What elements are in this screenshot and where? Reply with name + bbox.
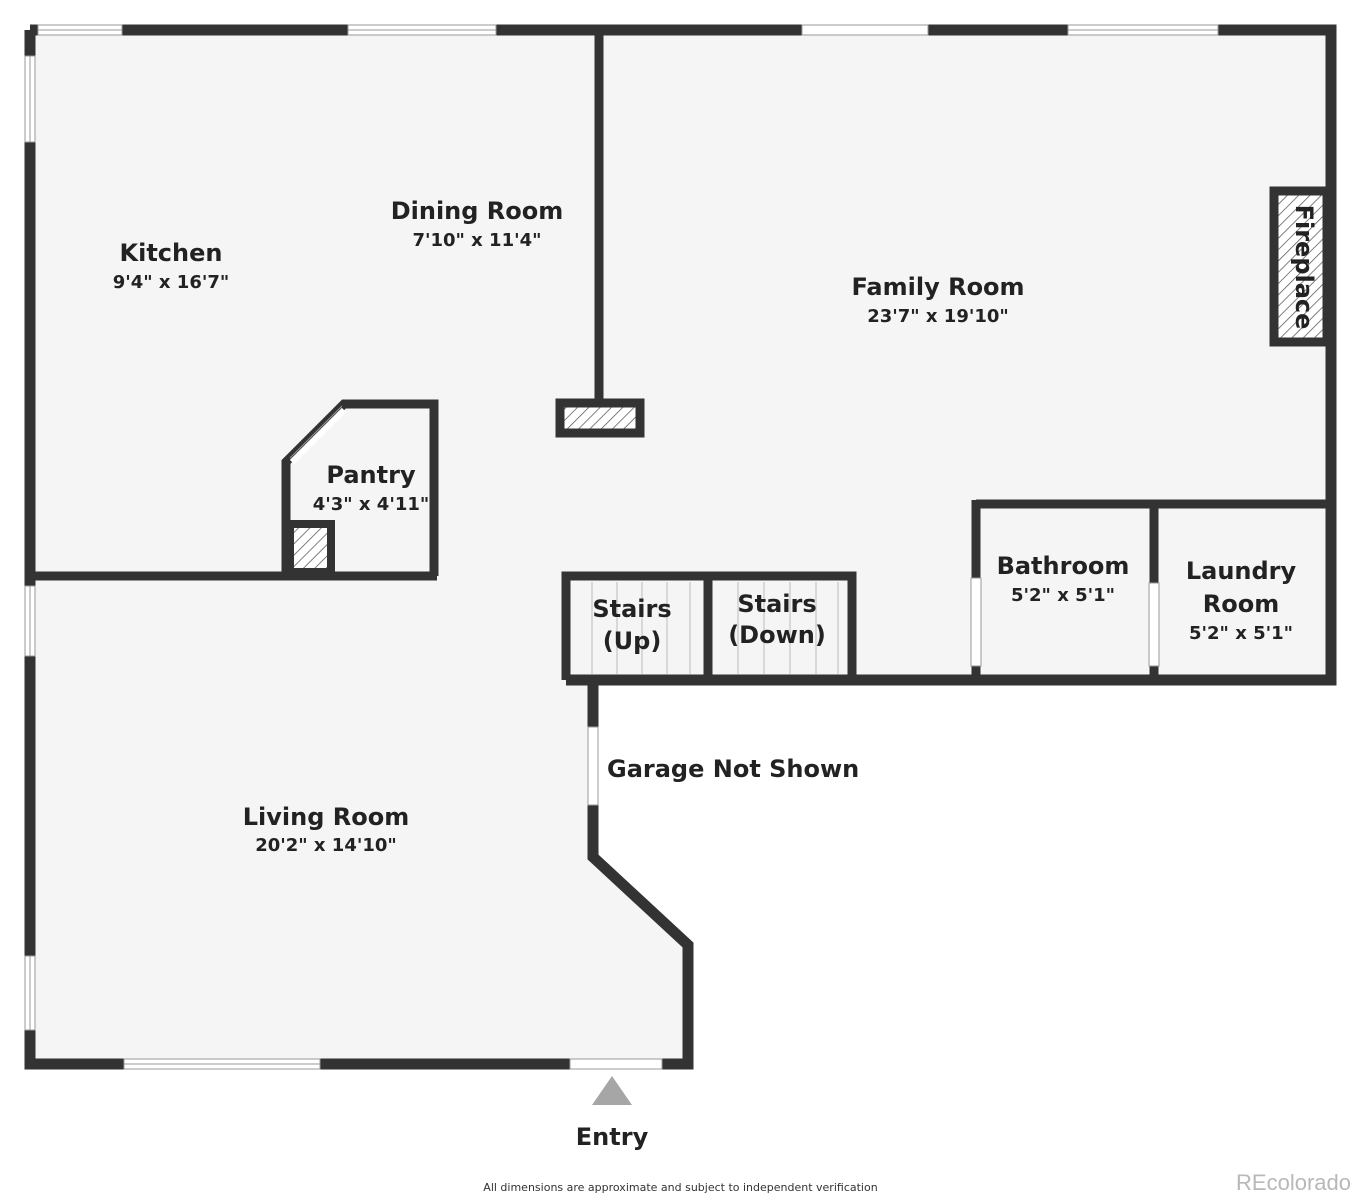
pantry-column <box>286 520 335 576</box>
pantry-window <box>289 407 347 465</box>
laundry-name-1: Laundry <box>1186 557 1297 585</box>
brand-watermark: REcolorado <box>1236 1170 1351 1195</box>
pantry-name: Pantry <box>326 461 416 489</box>
laundry-name-2: Room <box>1203 590 1279 618</box>
family-name: Family Room <box>851 273 1024 301</box>
stairs-down-treads <box>737 582 839 674</box>
family-dims: 23'7" x 19'10" <box>867 306 1009 327</box>
laundry-dims: 5'2" x 5'1" <box>1189 623 1293 644</box>
exterior-walls <box>24 24 1337 1070</box>
bathroom-name: Bathroom <box>997 552 1130 580</box>
entry-label: Entry <box>576 1123 649 1151</box>
stairs-up-label-1: Stairs <box>592 595 671 623</box>
entry-arrow-icon <box>592 1076 632 1105</box>
floor-area <box>30 30 1331 1064</box>
living-name: Living Room <box>243 803 409 831</box>
stairs-up-label-2: (Up) <box>603 627 662 655</box>
pantry-dims: 4'3" x 4'11" <box>313 494 430 515</box>
fireplace <box>1269 186 1332 347</box>
dining-name: Dining Room <box>391 197 564 225</box>
dining-column <box>555 398 645 438</box>
stairs-down-label-2: (Down) <box>728 621 826 649</box>
dining-dims: 7'10" x 11'4" <box>412 230 541 251</box>
garage-label: Garage Not Shown <box>607 755 859 783</box>
bathroom-dims: 5'2" x 5'1" <box>1011 585 1115 606</box>
window-lines <box>29 29 1218 1065</box>
disclaimer-text: All dimensions are approximate and subje… <box>483 1181 878 1194</box>
kitchen-dims: 9'4" x 16'7" <box>113 272 230 293</box>
living-dims: 20'2" x 14'10" <box>255 835 397 856</box>
pantry-window-line <box>289 405 343 459</box>
stairs-down-label-1: Stairs <box>737 590 816 618</box>
stairs-up-treads <box>591 582 691 674</box>
kitchen-name: Kitchen <box>120 239 223 267</box>
fireplace-label: Fireplace <box>1290 205 1318 330</box>
